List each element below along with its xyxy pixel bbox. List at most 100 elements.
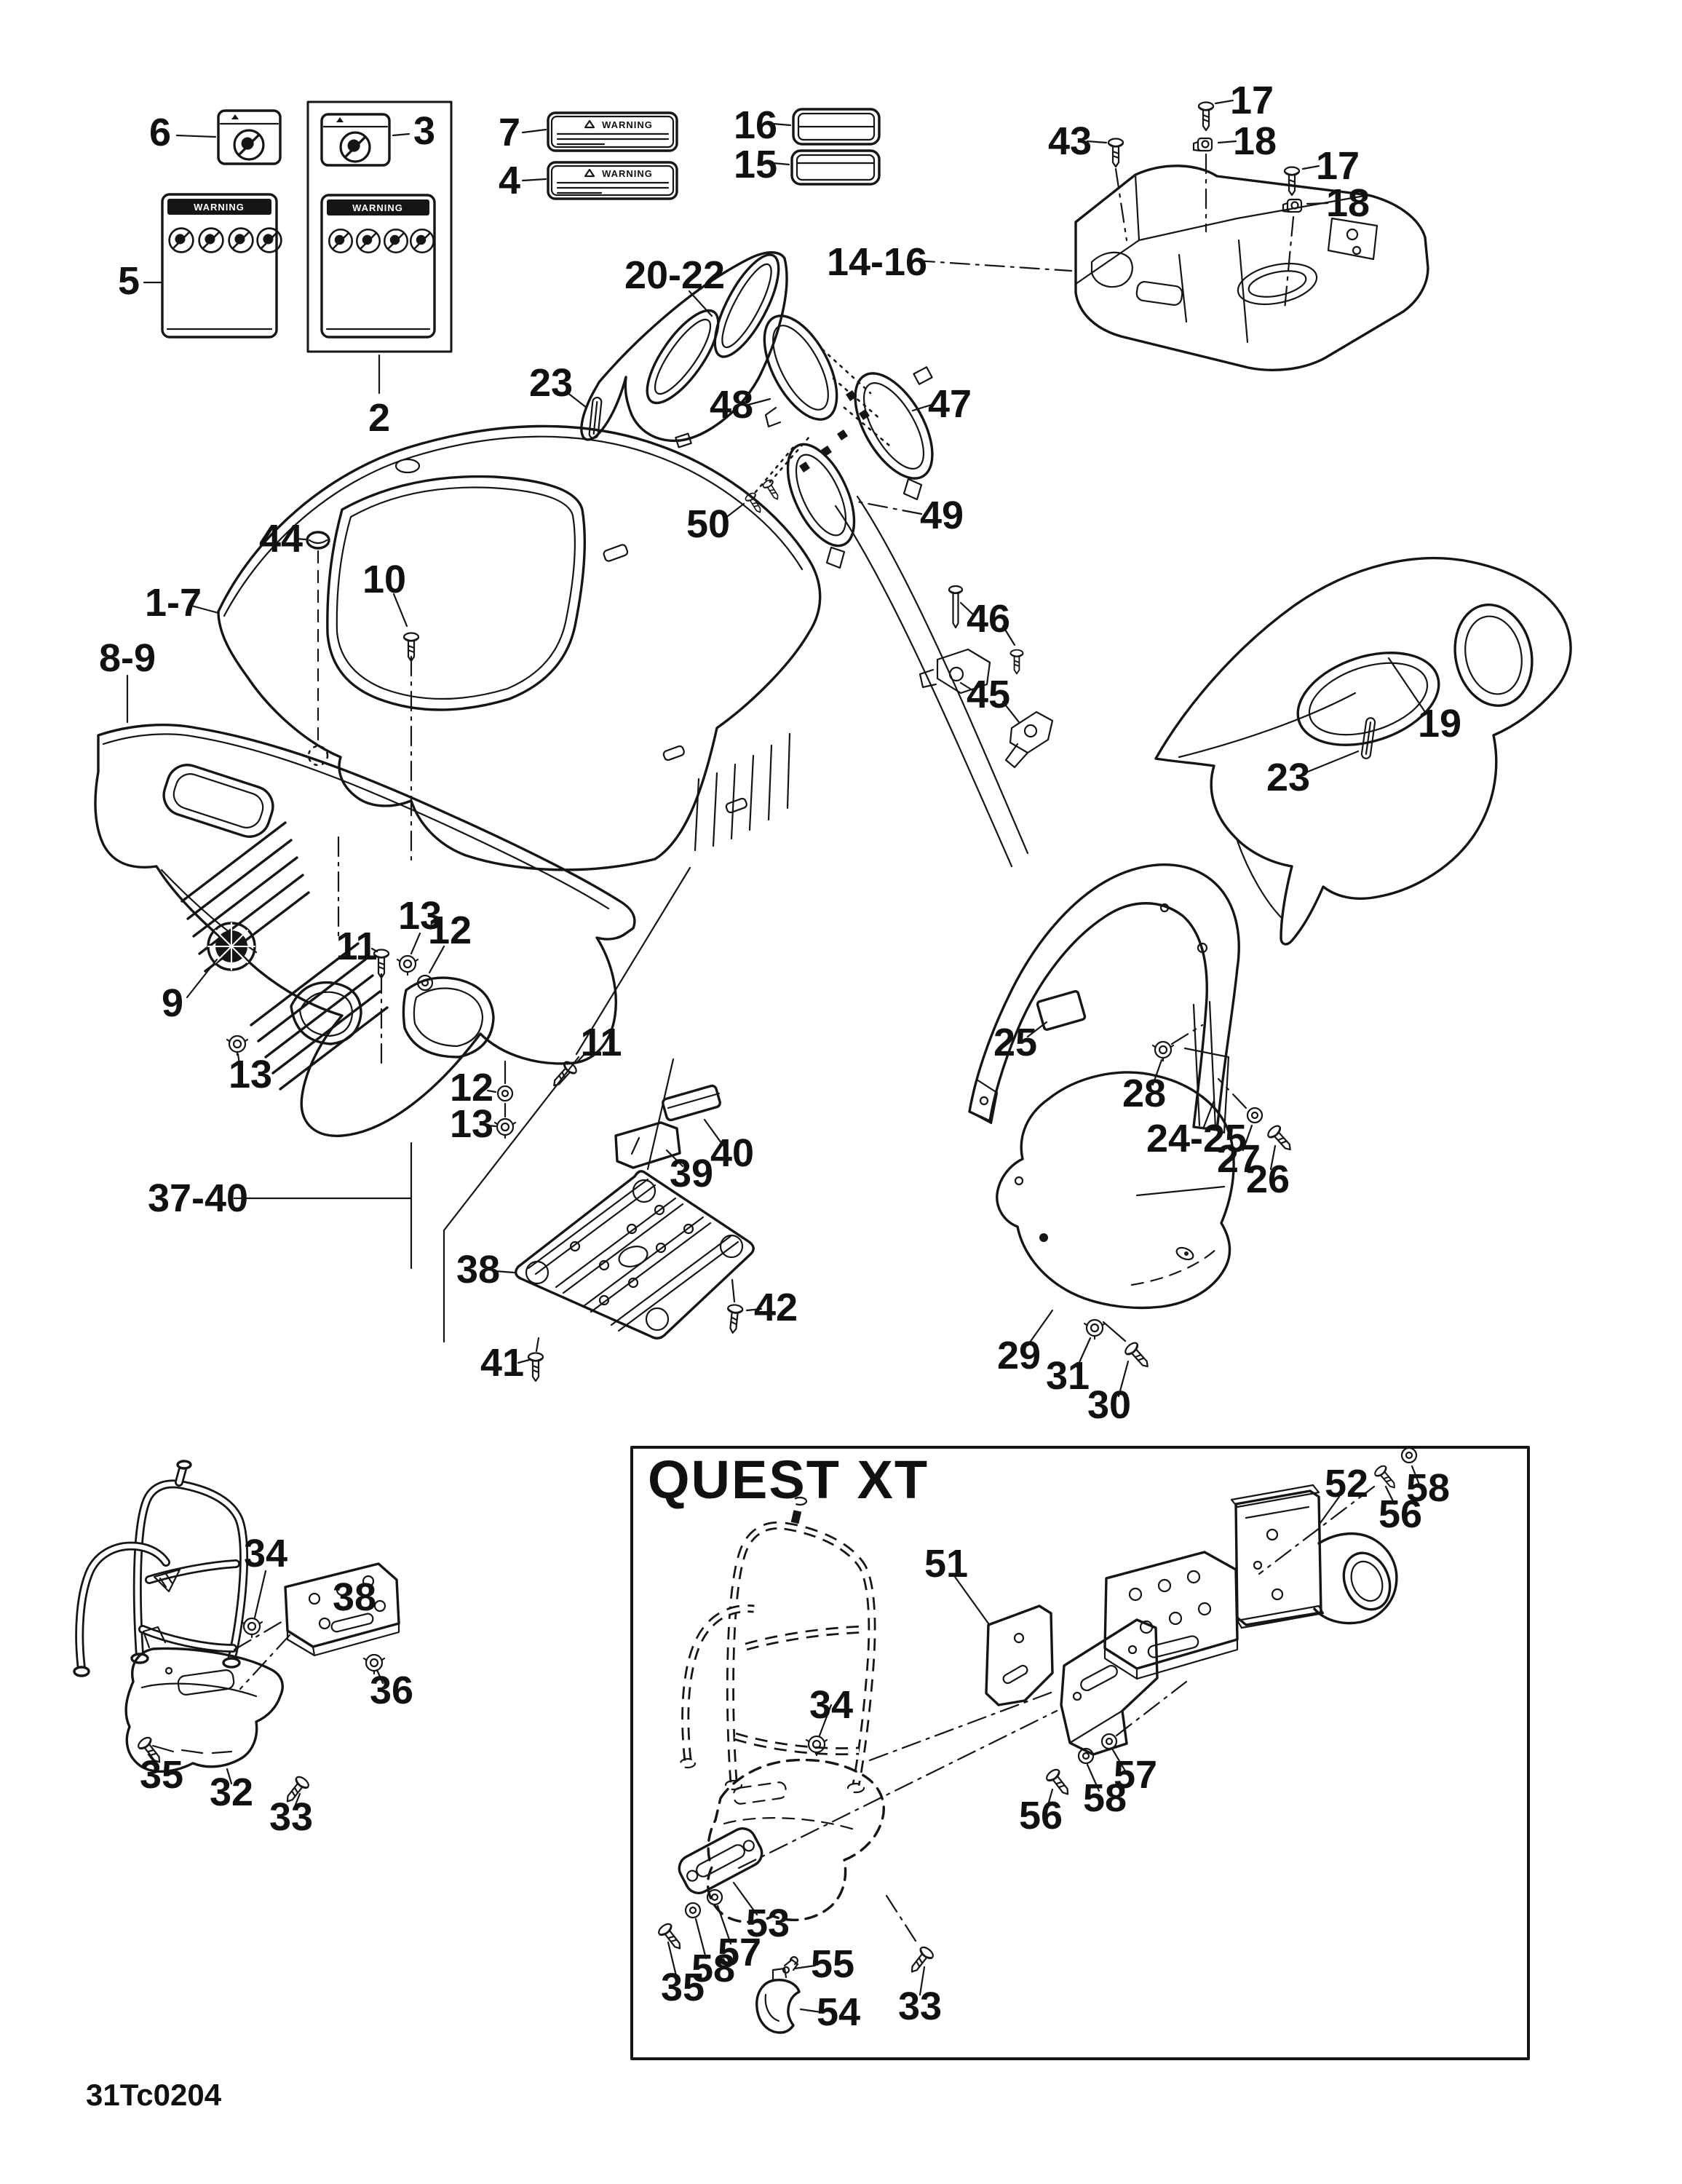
nut-28: [1151, 1040, 1175, 1062]
part-number-callout: 27: [1217, 1137, 1261, 1181]
part-number-callout: 58: [691, 1947, 735, 1990]
screw-35-xt: [656, 1920, 687, 1954]
construction-lines-skidplate: [443, 1056, 675, 1343]
xt-bumper-reference: [706, 1758, 885, 1923]
inset-title: QUEST XT: [648, 1449, 929, 1510]
warning-label-small-left: [217, 109, 282, 165]
part-number-callout: 15: [734, 143, 777, 186]
hood-panel-1-7: [217, 424, 822, 871]
part-number-callout: 35: [140, 1753, 183, 1797]
bolt-46: [948, 585, 964, 629]
part-number-callout: 3: [413, 109, 435, 153]
washer-57-mid: [1100, 1733, 1118, 1750]
part-number-callout: 48: [710, 383, 753, 427]
part-number-callout: 38: [456, 1248, 500, 1291]
bumper-corner-line: [575, 866, 691, 1056]
part-number-callout: 58: [1083, 1776, 1127, 1820]
plug-44: [306, 531, 330, 550]
part-number-callout: 37-40: [148, 1176, 248, 1220]
front-fender-24-25: [968, 863, 1240, 1134]
warning-decal-lower: WARNING: [547, 161, 678, 200]
part-number-callout: 54: [817, 1990, 860, 2034]
part-number-callout: 20-22: [624, 253, 725, 297]
part-number-callout: 11: [580, 1021, 622, 1064]
part-number-callout: 5: [118, 259, 140, 303]
part-number-callout: 56: [1019, 1794, 1063, 1837]
part-number-callout: 13: [398, 894, 442, 938]
washer-58-top: [1400, 1447, 1418, 1464]
hook-54: [755, 1967, 801, 2034]
document-code: 31Tc0204: [86, 2078, 222, 2112]
construction-xt-2: [737, 1709, 1058, 1870]
part-number-callout: 13: [450, 1102, 493, 1146]
part-number-callout: 34: [809, 1683, 853, 1727]
part-number-callout: 46: [967, 597, 1010, 641]
washer-27: [1246, 1107, 1264, 1124]
part-number-callout: 24-25: [1146, 1117, 1247, 1160]
part-number-callout: 17: [1230, 79, 1274, 122]
part-number-callout: 43: [1048, 119, 1092, 163]
decal-25: [1036, 990, 1087, 1031]
screw-lines-41-42: [535, 1278, 736, 1353]
washer-58-left: [684, 1902, 702, 1919]
winch-mount-plate-xt: [1103, 1551, 1239, 1680]
push-clips: [799, 390, 870, 472]
part-number-callout: 11: [336, 925, 377, 968]
console-panel-14-16: [1074, 165, 1429, 371]
construction-bullbar: [233, 1619, 291, 1690]
hood-cowl-edge-lines: [834, 495, 1029, 868]
part-number-callout: 34: [244, 1532, 287, 1575]
xt-guard-reference: [679, 1496, 876, 1794]
part-number-callout: 56: [1378, 1492, 1422, 1536]
part-number-callout: 23: [529, 361, 573, 405]
part-number-callout: 14-16: [827, 240, 927, 284]
nut-13-topright: [396, 954, 419, 976]
part-number-callout: 6: [149, 111, 171, 154]
part-number-callout: 32: [210, 1770, 253, 1814]
part-number-callout: 41: [480, 1341, 524, 1385]
part-number-callout: 18: [1326, 181, 1370, 225]
leader-fasteners-top: [1258, 1485, 1376, 1575]
part-number-callout: 51: [924, 1542, 968, 1586]
part-number-callout: 58: [1406, 1466, 1450, 1510]
callout-leader-lines: [126, 99, 1427, 2014]
part-number-callout: 35: [661, 1966, 705, 2009]
construction-xt-1: [868, 1689, 1058, 1762]
warning-decal-upper: WARNING: [547, 111, 678, 152]
part-number-callout: 38: [333, 1575, 376, 1619]
nut-34-left: [240, 1617, 263, 1639]
part-number-callout: 50: [686, 502, 730, 546]
bullbar-guard: [73, 1460, 249, 1677]
leader-fasteners-mid: [1115, 1680, 1188, 1737]
warning-label-large-left: WARNING: [161, 193, 282, 339]
part-number-callout: 9: [162, 981, 183, 1025]
part-number-callout: 47: [928, 382, 972, 426]
part-number-callout: 18: [1233, 119, 1277, 163]
part-number-callout: 39: [670, 1152, 713, 1195]
part-number-callout: 49: [920, 494, 964, 537]
part-number-callout: 33: [898, 1985, 942, 2028]
leader-washer27: [1217, 1077, 1247, 1109]
part-number-callout: 52: [1325, 1462, 1368, 1506]
part-number-callout: 8-9: [99, 636, 156, 680]
pad-40: [662, 1084, 721, 1122]
fastener-line-30-31: [1102, 1321, 1127, 1342]
nut-13-bottom: [493, 1117, 517, 1139]
part-number-callout: 42: [754, 1286, 798, 1329]
leader-nut28: [1170, 1024, 1204, 1045]
part-number-callout: 13: [229, 1053, 272, 1096]
screw-41: [527, 1352, 544, 1382]
support-bracket-51b: [1060, 1618, 1159, 1756]
skid-plate-38: [514, 1170, 755, 1340]
part-number-callout: 19: [1418, 702, 1461, 745]
leader-screw33-xt: [885, 1894, 917, 1942]
bracket-51: [985, 1605, 1054, 1706]
quest-xt-inset-box: QUEST XT: [630, 1446, 1530, 2060]
part-number-callout: 1-7: [145, 581, 202, 625]
part-number-callout: 40: [710, 1131, 754, 1175]
fairlead-53: [678, 1827, 763, 1894]
part-number-callout: 28: [1122, 1072, 1166, 1115]
part-number-callout: 10: [362, 558, 406, 601]
